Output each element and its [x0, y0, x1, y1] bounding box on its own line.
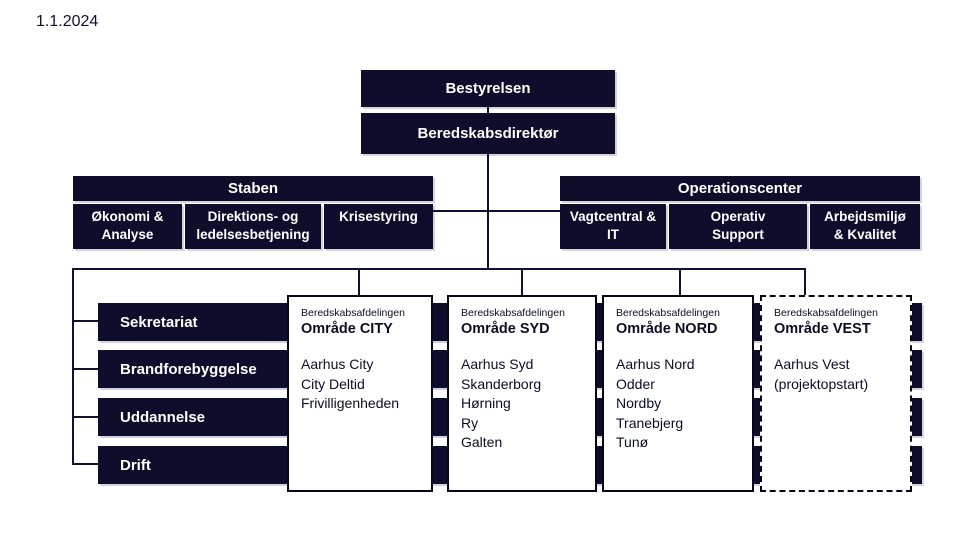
box-beredskabsdirektor: Beredskabsdirektør	[361, 113, 615, 154]
area-items: Aarhus Syd Skanderborg Hørning Ry Galten	[461, 355, 583, 453]
area-item: Skanderborg	[461, 375, 542, 392]
cell-line: Analyse	[101, 226, 154, 242]
cell-line: Krisestyring	[339, 209, 418, 224]
department-label: Drift	[120, 456, 151, 474]
box-bestyrelsen: Bestyrelsen	[361, 70, 615, 107]
cell-line: ledelsesbetjening	[196, 226, 310, 242]
area-item: Hørning	[461, 395, 511, 412]
box-beredskabsdirektor-label: Beredskabsdirektør	[417, 125, 559, 142]
connector-staben-ops	[433, 210, 560, 212]
area-box-city: Beredskabsafdelingen Område CITY Aarhus …	[287, 295, 433, 492]
ops-cell-operativ-support: Operativ Support	[669, 204, 807, 249]
area-box-syd: Beredskabsafdelingen Område SYD Aarhus S…	[447, 295, 597, 492]
area-items: Aarhus Nord Odder Nordby Tranebjerg Tunø	[616, 355, 740, 453]
department-label: Uddannelse	[120, 408, 206, 426]
area-item: Aarhus City	[301, 356, 374, 373]
area-title: Område SYD	[461, 321, 550, 338]
area-item: Nordby	[616, 395, 662, 412]
date-label: 1.1.2024	[36, 13, 99, 30]
area-item: Aarhus Nord	[616, 356, 695, 373]
cell-line: Direktions- og	[207, 209, 299, 224]
staben-header-label: Staben	[227, 180, 278, 197]
connector-director-down	[487, 154, 489, 270]
department-label: Sekretariat	[120, 313, 198, 331]
area-title: Område CITY	[301, 321, 393, 338]
connector-main-horizontal	[72, 268, 806, 270]
area-super-label: Beredskabsafdelingen	[301, 307, 405, 319]
cell-line: & Kvalitet	[833, 226, 897, 242]
box-bestyrelsen-label: Bestyrelsen	[445, 80, 531, 97]
connector-stub-brandforebyggelse	[72, 368, 98, 370]
area-item: Ry	[461, 414, 479, 431]
area-item: Odder	[616, 375, 655, 392]
area-super-label: Beredskabsafdelingen	[774, 307, 878, 319]
connector-stub-drift	[72, 463, 98, 465]
area-item: Galten	[461, 434, 503, 451]
operationscenter-header: Operationscenter	[560, 176, 920, 201]
area-title: Område NORD	[616, 321, 718, 338]
area-item: Tunø	[616, 434, 649, 451]
area-super-label: Beredskabsafdelingen	[461, 307, 565, 319]
area-items: Aarhus Vest (projektopstart)	[774, 355, 898, 394]
area-box-vest: Beredskabsafdelingen Område VEST Aarhus …	[760, 295, 912, 492]
cell-line: IT	[607, 226, 619, 242]
staben-cell-krisestyring: Krisestyring	[324, 204, 433, 249]
area-item: Tranebjerg	[616, 414, 684, 431]
cell-line: Support	[712, 226, 764, 242]
connector-stub-sekretariat	[72, 320, 98, 322]
area-item: Aarhus Syd	[461, 356, 534, 373]
cell-line: Arbejdsmiljø	[824, 209, 906, 224]
ops-cell-arbejdsmiljo-kvalitet: Arbejdsmiljø & Kvalitet	[810, 204, 920, 249]
ops-cell-vagtcentral-it: Vagtcentral & IT	[560, 204, 666, 249]
connector-drop-syd	[521, 268, 523, 295]
staben-header: Staben	[73, 176, 433, 201]
area-item: Frivilligenheden	[301, 395, 400, 412]
cell-line: Økonomi &	[91, 209, 164, 224]
operationscenter-header-label: Operationscenter	[677, 180, 803, 197]
area-item: (projektopstart)	[774, 375, 869, 392]
area-item: Aarhus Vest	[774, 356, 850, 373]
cell-line: Vagtcentral &	[569, 209, 657, 224]
department-label: Brandforebyggelse	[120, 360, 257, 378]
connector-board-director	[487, 106, 489, 114]
connector-drop-vest	[804, 268, 806, 297]
area-super-label: Beredskabsafdelingen	[616, 307, 720, 319]
connector-drop-nord	[679, 268, 681, 295]
connector-drop-city	[358, 268, 360, 295]
staben-cell-okonomi-analyse: Økonomi & Analyse	[73, 204, 182, 249]
connector-stub-uddannelse	[72, 416, 98, 418]
area-items: Aarhus City City Deltid Frivilligenheden	[301, 355, 419, 414]
area-item: City Deltid	[301, 375, 365, 392]
area-box-nord: Beredskabsafdelingen Område NORD Aarhus …	[602, 295, 754, 492]
staben-cell-direktionsbetjening: Direktions- og ledelsesbetjening	[185, 204, 321, 249]
connector-left-vertical	[72, 268, 74, 465]
cell-line: Operativ	[710, 209, 766, 224]
area-title: Område VEST	[774, 321, 871, 338]
